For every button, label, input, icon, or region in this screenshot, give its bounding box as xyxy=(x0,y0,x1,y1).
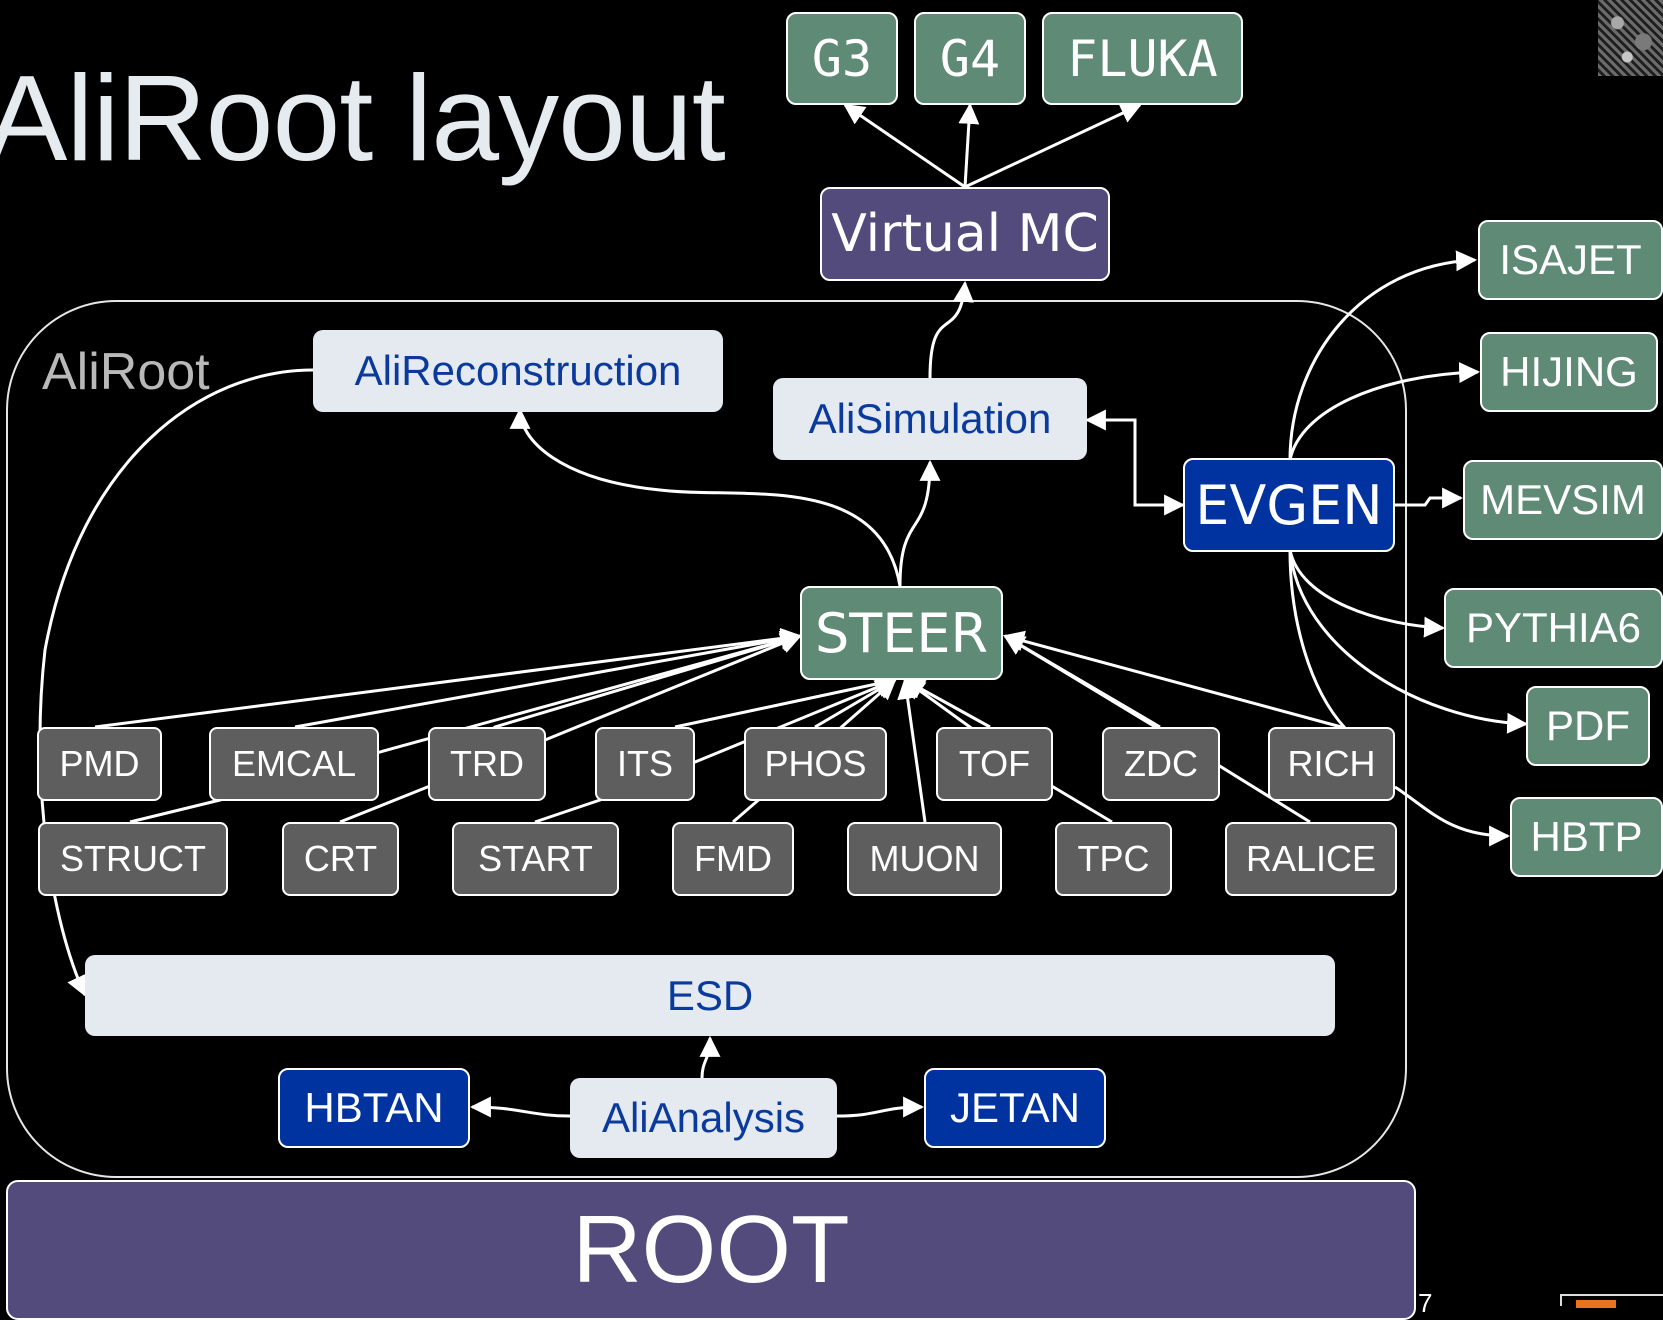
corner-image xyxy=(1598,0,1663,76)
evgen-box: EVGEN xyxy=(1183,458,1395,552)
arrow-evgen-isajet xyxy=(1288,250,1478,461)
trd-box: TRD xyxy=(428,727,546,801)
tof-box: TOF xyxy=(936,727,1053,801)
arrow-vmc-fluka xyxy=(964,103,1142,189)
page-number: 7 xyxy=(1418,1288,1433,1318)
arrow-evgen-pdf xyxy=(1288,549,1529,734)
alireconstruction-box: AliReconstruction xyxy=(313,330,723,412)
arrow-evgen-pythia6 xyxy=(1288,549,1446,638)
arrow-steer-sim xyxy=(898,459,941,587)
root-box: ROOT xyxy=(6,1180,1416,1320)
fluka-box: FLUKA xyxy=(1042,12,1243,105)
zdc-box: ZDC xyxy=(1102,727,1220,801)
page-title: AliRoot layout xyxy=(0,50,726,186)
arrow-vmc-g4 xyxy=(958,102,980,188)
arrow-vmc-g3 xyxy=(843,103,966,189)
struct-box: STRUCT xyxy=(38,822,228,896)
arrow-muon-steer xyxy=(897,677,927,823)
arrow-tof-steer xyxy=(903,678,991,729)
arrow-steer-rec xyxy=(509,407,902,587)
pmd-box: PMD xyxy=(37,727,162,801)
pythia6-box: PYTHIA6 xyxy=(1444,588,1663,668)
steer-box: STEER xyxy=(800,586,1003,680)
crt-box: CRT xyxy=(282,822,399,896)
arrow-evgen-mevsim xyxy=(1395,487,1464,509)
g3-box: G3 xyxy=(786,12,898,105)
phos-box: PHOS xyxy=(744,727,887,801)
aliroot-frame xyxy=(6,300,1407,1178)
arrow-rec-esd xyxy=(38,368,314,997)
aliroot-frame-label: AliRoot xyxy=(42,343,210,401)
rich-box: RICH xyxy=(1268,727,1395,801)
corner-logo xyxy=(1560,1294,1663,1308)
arrow-rich-steer xyxy=(1002,630,1346,730)
muon-box: MUON xyxy=(847,822,1002,896)
isajet-box: ISAJET xyxy=(1478,220,1663,300)
mevsim-box: MEVSIM xyxy=(1463,460,1663,540)
arrow-rich-hbtp xyxy=(1394,785,1511,847)
arrow-sim-vmc xyxy=(928,280,974,379)
arrow-emcal-steer xyxy=(294,629,803,729)
hijing-box: HIJING xyxy=(1480,332,1658,412)
arrow-analysis-esd xyxy=(699,1035,721,1079)
its-box: ITS xyxy=(595,727,695,801)
tpc-box: TPC xyxy=(1055,822,1172,896)
hbtan-box: HBTAN xyxy=(278,1068,470,1148)
esd-box: ESD xyxy=(85,955,1335,1036)
emcal-box: EMCAL xyxy=(209,727,379,801)
arrow-pmd-steer xyxy=(94,628,803,729)
line-evgen-rich xyxy=(1288,549,1347,730)
ralice-box: RALICE xyxy=(1225,822,1397,896)
arrow-evgen-hijing xyxy=(1288,362,1481,461)
pdf-box: PDF xyxy=(1526,686,1650,766)
virtual-mc-box: Virtual MC xyxy=(820,187,1110,281)
alisimulation-box: AliSimulation xyxy=(773,378,1087,460)
arrow-evgen-sim xyxy=(1084,409,1186,516)
fmd-box: FMD xyxy=(672,822,794,896)
arrow-trd-steer xyxy=(544,633,802,742)
arrow-analysis-jetan xyxy=(836,1096,925,1118)
alianalysis-box: AliAnalysis xyxy=(570,1078,837,1158)
hbtp-box: HBTP xyxy=(1510,797,1663,877)
start-box: START xyxy=(452,822,619,896)
g4-box: G4 xyxy=(914,12,1026,105)
jetan-box: JETAN xyxy=(924,1068,1106,1148)
arrow-its-steer xyxy=(674,673,898,729)
arrow-analysis-hbtan xyxy=(469,1096,571,1118)
